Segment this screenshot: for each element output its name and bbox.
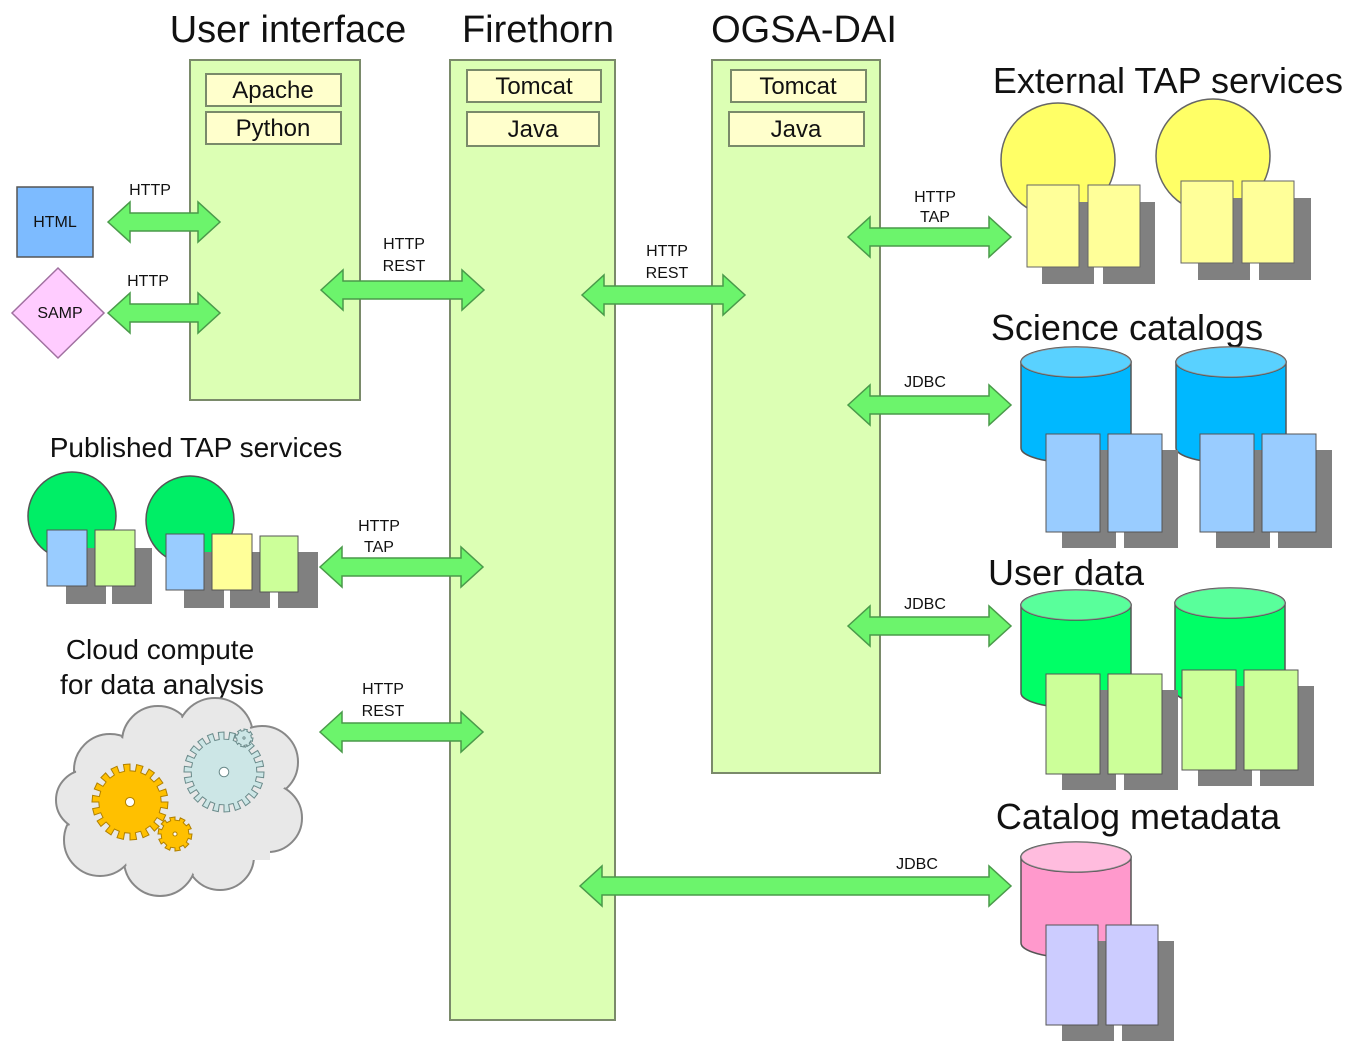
published-tap-services-icon — [27, 471, 318, 608]
python-box — [205, 111, 342, 145]
samp-client-label: SAMP — [37, 305, 82, 322]
html-http-arrow — [106, 200, 222, 244]
external-tap-label-2: TAP — [920, 209, 950, 226]
ui-rest-label-1: HTTP — [383, 236, 425, 253]
firethorn-column — [449, 59, 616, 1021]
samp-client-diamond — [10, 266, 106, 360]
ogsa-dai-column — [711, 59, 881, 774]
firethorn-tomcat-label: Tomcat — [495, 73, 573, 100]
ogsa-java-box — [728, 111, 865, 147]
metadata-jdbc-label: JDBC — [896, 856, 938, 873]
science-jdbc-arrow — [846, 383, 1013, 427]
small-gold-gear-icon — [157, 816, 193, 852]
science-catalogs-icon — [1020, 346, 1332, 548]
user-data-icon — [1020, 587, 1314, 790]
catalog-metadata-heading: Catalog metadata — [996, 796, 1281, 837]
published-tap-arrow — [318, 545, 485, 589]
science-catalogs-heading: Science catalogs — [991, 307, 1263, 348]
samp-http-label: HTTP — [127, 273, 169, 290]
firethorn-ogsa-rest-arrow — [580, 273, 747, 317]
cloud-rest-label-2: REST — [362, 703, 405, 720]
user-interface-title: User interface — [170, 9, 407, 51]
cloud-heading-line1: Cloud compute — [66, 634, 254, 665]
cloud-heading-line2: for data analysis — [60, 669, 264, 700]
python-label: Python — [236, 115, 311, 142]
cloud-compute-icon — [55, 697, 303, 897]
firethorn-java-label: Java — [508, 116, 559, 143]
apache-box — [205, 73, 342, 107]
ogsa-java-label: Java — [771, 116, 822, 143]
ogsa-tomcat-label: Tomcat — [759, 73, 837, 100]
samp-http-arrow — [106, 291, 222, 335]
html-http-label: HTTP — [129, 182, 171, 199]
science-jdbc-label: JDBC — [904, 374, 946, 391]
cloud-rest-label-1: HTTP — [362, 681, 404, 698]
ui-firethorn-rest-arrow — [319, 268, 486, 312]
published-tap-heading: Published TAP services — [50, 432, 343, 463]
ui-rest-label-2: REST — [383, 258, 426, 275]
user-data-heading: User data — [988, 552, 1145, 593]
apache-label: Apache — [232, 77, 313, 104]
large-gold-gear-icon — [91, 763, 169, 841]
external-tap-arrow — [846, 215, 1013, 259]
ogsa-tomcat-box — [730, 69, 867, 103]
external-tap-label-1: HTTP — [914, 189, 956, 206]
html-client-label: HTML — [33, 214, 77, 231]
firethorn-java-box — [466, 111, 600, 147]
userdata-jdbc-label: JDBC — [904, 596, 946, 613]
published-tap-label-2: TAP — [364, 539, 394, 556]
external-tap-services-icon — [1000, 98, 1311, 284]
catalog-metadata-icon — [1020, 841, 1174, 1041]
html-client-box — [16, 186, 94, 258]
ogsa-rest-label-2: REST — [646, 265, 689, 282]
cloud-rest-arrow — [318, 710, 485, 754]
tiny-teal-gear-icon — [234, 728, 254, 748]
metadata-jdbc-arrow — [578, 864, 1013, 908]
firethorn-title: Firethorn — [462, 9, 614, 51]
arrow-layer — [106, 200, 1013, 908]
ogsa-rest-label-1: HTTP — [646, 243, 688, 260]
published-tap-label-1: HTTP — [358, 518, 400, 535]
ogsa-dai-title: OGSA-DAI — [711, 9, 897, 51]
firethorn-tomcat-box — [466, 69, 602, 103]
userdata-jdbc-arrow — [846, 604, 1013, 648]
external-tap-heading: External TAP services — [993, 60, 1343, 101]
